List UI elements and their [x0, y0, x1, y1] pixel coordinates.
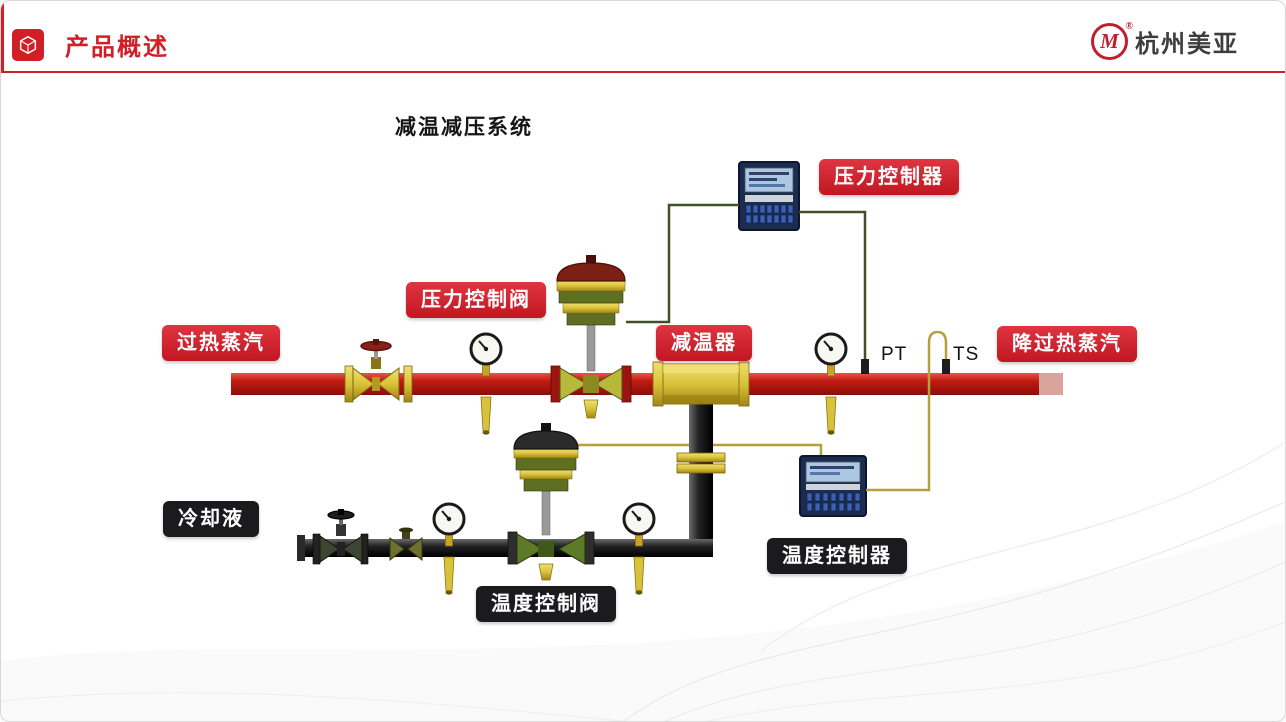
temperature-control-valve-assembly	[507, 423, 595, 581]
coolant-pipe	[297, 535, 713, 561]
steam-globe-valve	[344, 339, 413, 403]
label-temperature-control-valve: 温度控制阀	[476, 586, 616, 622]
logo-letter: M	[1100, 29, 1119, 53]
pressure-control-valve-assembly	[550, 255, 632, 419]
temperature-control-line-from-ts	[866, 330, 948, 492]
company-logo: M ® 杭州美亚	[1091, 21, 1239, 60]
company-name: 杭州美亚	[1135, 31, 1239, 58]
coolant-riser-pipe	[676, 401, 726, 551]
main-steam-pipe	[231, 373, 1063, 395]
pressure-controller-device	[738, 161, 800, 231]
ts-sensor-stub	[942, 359, 950, 374]
coolant-check-valve	[389, 527, 423, 562]
diagram-title: 减温减压系统	[395, 116, 533, 139]
product-overview-icon	[12, 29, 44, 61]
temperature-control-line-to-valve	[575, 443, 823, 456]
registered-mark: ®	[1125, 21, 1133, 32]
label-pressure-control-valve: 压力控制阀	[406, 282, 546, 318]
background-wave-decoration	[1, 441, 1285, 721]
coolant-globe-valve	[312, 509, 369, 565]
label-desuperheater: 减温器	[656, 325, 752, 361]
logo-m-icon: M ®	[1091, 21, 1133, 60]
cube-icon	[19, 35, 37, 55]
desuperheater-unit	[652, 361, 750, 407]
left-accent-bar	[1, 1, 4, 71]
page-title: 产品概述	[65, 34, 169, 61]
pressure-control-line	[626, 203, 867, 359]
label-desuperheated-steam: 降过热蒸汽	[997, 326, 1137, 362]
label-pressure-controller: 压力控制器	[819, 159, 959, 195]
pt-sensor-text: PT	[881, 344, 908, 365]
temperature-controller-device	[799, 455, 867, 517]
pt-sensor-stub	[861, 359, 869, 374]
label-superheated-steam: 过热蒸汽	[162, 325, 280, 361]
header-divider	[1, 71, 1285, 73]
label-coolant: 冷却液	[163, 501, 259, 537]
ts-sensor-text: TS	[953, 344, 980, 365]
label-temperature-controller: 温度控制器	[767, 538, 907, 574]
